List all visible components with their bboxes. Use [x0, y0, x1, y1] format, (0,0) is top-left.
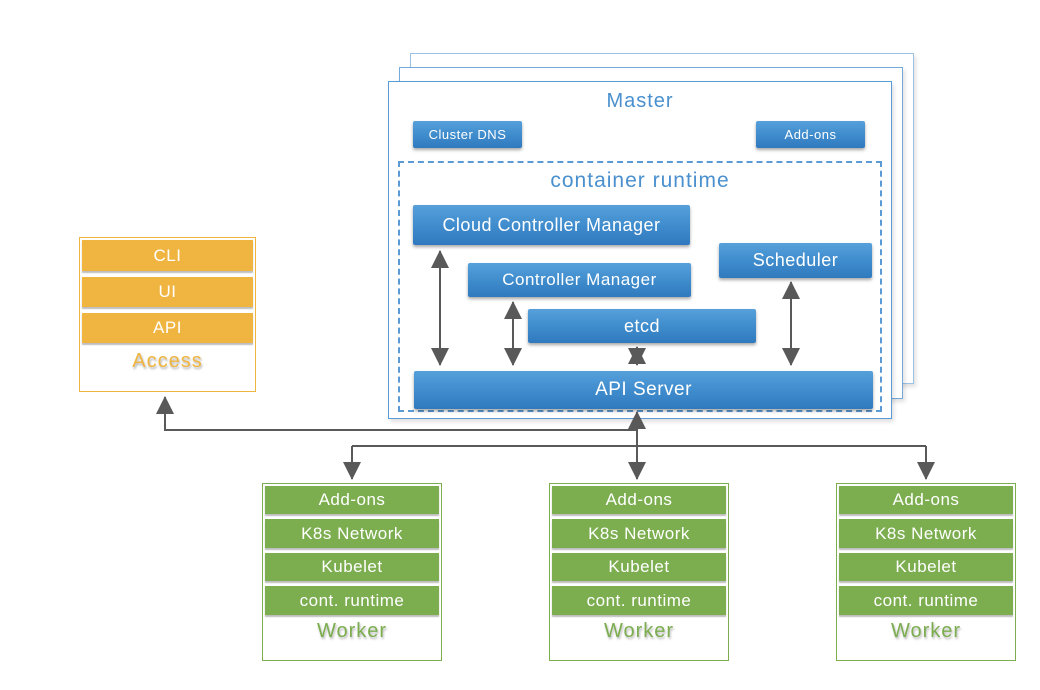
cloud-controller-manager-box: Cloud Controller Manager	[413, 205, 690, 245]
worker-cont-runtime-box: cont. runtime	[552, 586, 726, 615]
worker-k8s-network-box: K8s Network	[552, 519, 726, 548]
worker-addons-box: Add-ons	[265, 486, 439, 514]
etcd-box: etcd	[528, 309, 756, 343]
worker-k8s-network-box: K8s Network	[265, 519, 439, 548]
worker-addons-box: Add-ons	[839, 486, 1013, 514]
api-box: API	[82, 313, 253, 343]
worker-node-3: Add-ons K8s Network Kubelet cont. runtim…	[836, 483, 1016, 661]
access-label: Access	[132, 350, 203, 372]
worker-label: Worker	[316, 620, 388, 642]
container-runtime-group: container runtime Cloud Controller Manag…	[398, 161, 882, 412]
worker-cont-runtime-box: cont. runtime	[839, 586, 1013, 615]
worker-kubelet-box: Kubelet	[265, 553, 439, 581]
worker-cont-runtime-box: cont. runtime	[265, 586, 439, 615]
worker-node-2: Add-ons K8s Network Kubelet cont. runtim…	[549, 483, 729, 661]
master-addons-box: Add-ons	[756, 121, 865, 148]
worker-label: Worker	[603, 620, 675, 642]
controller-manager-box: Controller Manager	[468, 263, 691, 297]
ui-box: UI	[82, 277, 253, 307]
cluster-dns-box: Cluster DNS	[413, 121, 522, 148]
worker-kubelet-box: Kubelet	[552, 553, 726, 581]
scheduler-box: Scheduler	[719, 243, 872, 278]
worker-node-1: Add-ons K8s Network Kubelet cont. runtim…	[262, 483, 442, 661]
master-node: Master Cluster DNS Add-ons container run…	[388, 81, 892, 419]
cli-box: CLI	[82, 240, 253, 271]
api-server-box: API Server	[414, 371, 873, 409]
worker-addons-box: Add-ons	[552, 486, 726, 514]
access-node: CLI UI API Access	[79, 237, 256, 392]
container-runtime-title: container runtime	[550, 169, 730, 192]
master-title: Master	[606, 90, 674, 112]
worker-k8s-network-box: K8s Network	[839, 519, 1013, 548]
worker-kubelet-box: Kubelet	[839, 553, 1013, 581]
worker-label: Worker	[890, 620, 962, 642]
